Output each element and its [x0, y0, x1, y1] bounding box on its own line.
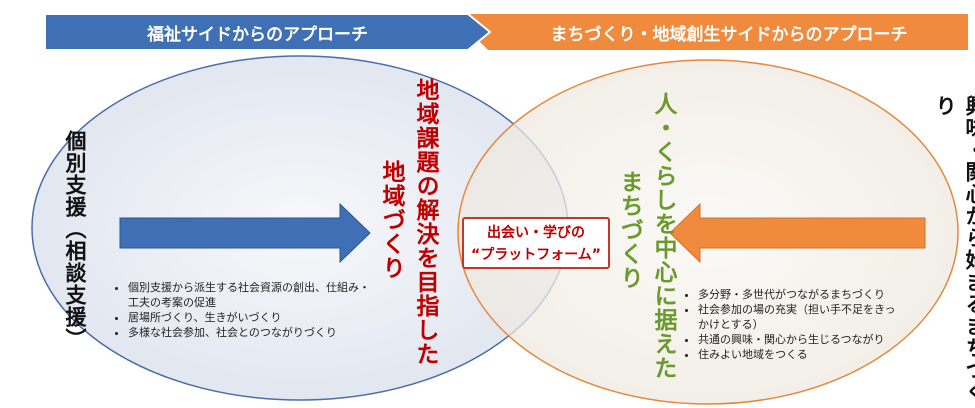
orange-arrow [669, 202, 926, 264]
left-goal-line1: 地域課題の解決を目指した [412, 78, 438, 366]
banner-right-shape [470, 14, 968, 50]
blue-arrow [119, 202, 371, 264]
banner-left-shape [44, 13, 492, 51]
right-goal-line1: 人・くらしを中心に据えた [650, 92, 676, 380]
left-vertical-label: 個別支援（相談支援） [63, 130, 87, 350]
left-goal-line2: 地域づくり [378, 160, 404, 280]
list-item: 住みよい地域をつくる [698, 347, 905, 362]
banner-community-approach: まちづくり・地域創生サイドからのアプローチ [550, 24, 908, 45]
list-item: 共通の興味・関心から生じるつながり [698, 332, 905, 347]
list-item: 多様な社会参加、社会とのつながりづくり [128, 325, 380, 340]
list-item: 居場所づくり、生きがいづくり [128, 310, 380, 325]
banner-welfare-approach: 福祉サイドからのアプローチ [147, 24, 368, 45]
list-item: 多分野・多世代がつながるまちづくり [698, 287, 905, 302]
left-bullets: 個別支援から派生する社会資源の創出、仕組み・工夫の考案の促進 居場所づくり、生き… [110, 280, 380, 340]
platform-line2: “プラットフォーム” [471, 247, 601, 263]
platform-box: 出会い・学びの “プラットフォーム” [462, 217, 610, 269]
list-item: 個別支援から派生する社会資源の創出、仕組み・工夫の考案の促進 [128, 280, 380, 310]
platform-line1: 出会い・学びの [487, 225, 585, 241]
list-item: 社会参加の場の充実（担い手不足をきっかけとする） [698, 302, 905, 332]
right-bullets: 多分野・多世代がつながるまちづくり 社会参加の場の充実（担い手不足をきっかけとす… [680, 287, 905, 362]
right-goal-line2: まちづくり [616, 170, 642, 290]
right-vertical-label: 興味・関心から始まるまちづくり [933, 95, 975, 403]
